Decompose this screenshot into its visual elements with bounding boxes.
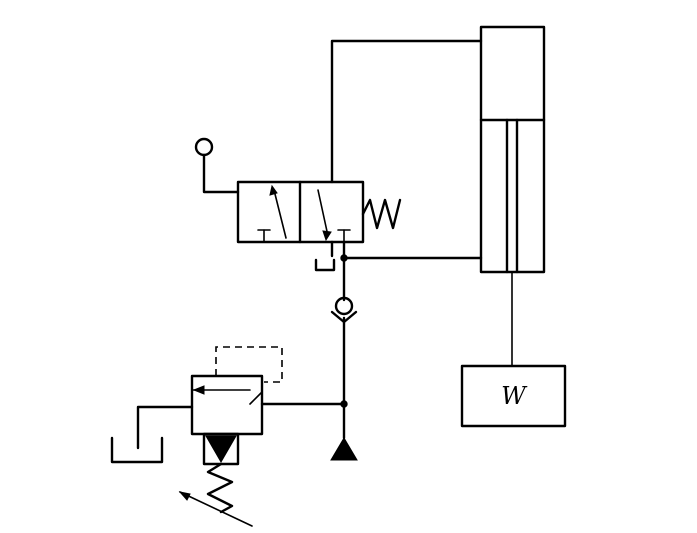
valve-arrowhead-right: [322, 230, 332, 242]
check-valve: [330, 296, 358, 324]
spring-return: [361, 198, 402, 230]
junction-dot-bottom: [340, 400, 348, 408]
adjustable-spring: [178, 462, 253, 527]
junction-dot-top: [340, 254, 348, 262]
lever-knob: [194, 137, 214, 157]
tank-relief-drain: [110, 436, 164, 464]
hydraulic-cylinder: [479, 25, 546, 274]
spring-adjust-arrow: [179, 491, 253, 527]
valve-arrowhead-left: [269, 184, 278, 196]
load-mass: [460, 364, 567, 428]
relief-pilot-line: [215, 346, 283, 383]
valve-flow-arrow-left: [273, 189, 287, 239]
line-relief-to-tank: [136, 405, 194, 450]
relief-arrowhead: [192, 385, 205, 395]
load-label: W: [501, 382, 526, 410]
relief-valve: [190, 346, 283, 466]
line-to-cylinder-top: [330, 39, 483, 184]
check-valve-seat: [330, 310, 358, 324]
relief-poppet: [205, 435, 237, 464]
pump-source: [330, 437, 358, 461]
valve-flow-arrow-right: [317, 189, 329, 237]
manual-lever: [194, 137, 240, 194]
tank-valve-drain: [314, 258, 336, 272]
relief-pilot-tap: [249, 391, 263, 405]
spring-adjust-arrowhead: [178, 491, 191, 501]
directional-control-valve: [236, 180, 365, 244]
